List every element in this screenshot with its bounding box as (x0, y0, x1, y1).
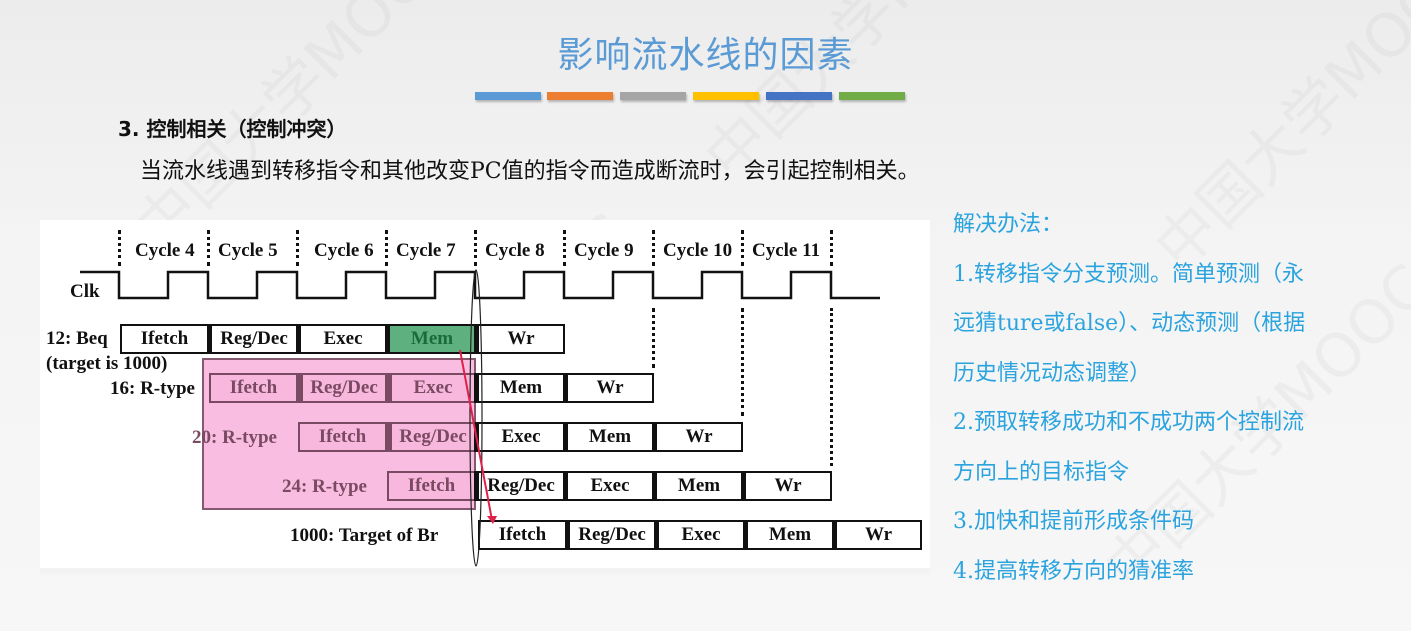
instr-label-branch-target: 1000: Target of Br (290, 525, 439, 546)
cycle-divider (741, 230, 744, 266)
cycle-divider (652, 308, 655, 368)
solution-line: 远猜ture或false）、动态预测（根据 (953, 311, 1306, 336)
branch-target-arrow (459, 349, 493, 521)
cycle-divider (830, 230, 833, 266)
cycle-divider (118, 230, 121, 266)
stage-wr: Wr (474, 324, 565, 354)
cycle-divider (474, 230, 477, 266)
diagram-bottom-edge (40, 568, 930, 574)
cycle-boundary-ellipse (469, 269, 483, 567)
stage-mem: Mem (563, 422, 654, 452)
cycle-divider (652, 230, 655, 266)
deco-bar-green (839, 92, 905, 100)
instr-label-text: 16: R-type (110, 378, 195, 399)
cycle-label: Cycle 4 (135, 240, 195, 261)
stage-reg-dec: Reg/Dec (387, 422, 476, 452)
cycle-label: Cycle 5 (218, 240, 278, 261)
cycle-label: Cycle 10 (663, 240, 733, 261)
cycle-divider (830, 308, 833, 466)
cycle-label: Cycle 11 (752, 240, 821, 261)
stage-reg-dec: Reg/Dec (474, 471, 565, 501)
cycle-divider (563, 230, 566, 266)
clock-label: Clk (70, 281, 100, 302)
solution-line: 2.预取转移成功和不成功两个控制流 (953, 410, 1304, 435)
deco-bar-blue (475, 92, 541, 100)
stage-exec: Exec (474, 422, 565, 452)
cycle-label: Cycle 8 (485, 240, 545, 261)
cycle-divider (741, 308, 744, 416)
cycle-label: Cycle 6 (314, 240, 374, 261)
solutions-heading: 解决办法： (953, 212, 1064, 237)
cycle-divider (296, 230, 299, 266)
instr-label-beq: 12: Beq (46, 328, 108, 349)
solution-line: 3.加快和提前形成条件码 (953, 509, 1194, 534)
instr-sublabel-beq: (target is 1000) (46, 353, 168, 374)
stage-reg-dec: Reg/Dec (298, 373, 387, 403)
instr-label-r-type-20: 20: R-type (192, 427, 277, 448)
stage-ifetch: Ifetch (387, 471, 476, 501)
solution-line: 方向上的目标指令 (953, 459, 1130, 485)
pipeline-diagram: Cycle 4 Cycle 5 Cycle 6 Cycle 7 Cycle 8 … (40, 220, 930, 568)
cycle-label: Cycle 7 (396, 240, 456, 261)
solutions-panel: 解决办法： 1.转移指令分支预测。简单预测（永 远猜ture或false）、动态… (953, 205, 1403, 601)
solution-line: 1.转移指令分支预测。简单预测（永 (953, 261, 1304, 287)
deco-bar-yellow (693, 92, 759, 100)
deco-bar-darkblue (766, 92, 832, 100)
branch-resolution-overlay (459, 269, 497, 567)
stage-ifetch: Ifetch (478, 520, 567, 550)
stage-exec: Exec (654, 520, 745, 550)
stage-ifetch: Ifetch (209, 373, 298, 403)
stage-ifetch: Ifetch (298, 422, 387, 452)
cycle-divider (207, 230, 210, 266)
arrow-head-icon (487, 516, 497, 524)
stage-reg-dec: Reg/Dec (207, 324, 298, 354)
deco-bar-orange (547, 92, 613, 100)
instr-label-r-type-24: 24: R-type (282, 476, 367, 497)
stage-reg-dec: Reg/Dec (565, 520, 656, 550)
stage-mem: Mem (652, 471, 743, 501)
stage-mem: Mem (474, 373, 565, 403)
deco-bar-gray (620, 92, 686, 100)
instr-label-r-type-16: 16: R-type (110, 378, 195, 400)
slide-title: 影响流水线的因素 (557, 35, 854, 76)
cycle-label: Cycle 9 (574, 240, 634, 261)
stage-exec: Exec (563, 471, 654, 501)
solution-line: 4.提高转移方向的猜准率 (953, 558, 1194, 584)
stage-wr: Wr (652, 422, 743, 452)
cycle-divider (385, 230, 388, 266)
stage-wr: Wr (741, 471, 832, 501)
stage-wr: Wr (832, 520, 922, 550)
clock-waveform (80, 270, 880, 300)
stage-wr: Wr (563, 373, 654, 403)
intro-text: 当流水线遇到转移指令和其他改变PC值的指令而造成断流时，会引起控制相关。 (140, 159, 920, 184)
section-heading: 3. 控制相关（控制冲突） (118, 117, 347, 141)
solution-line: 历史情况动态调整） (953, 360, 1152, 386)
